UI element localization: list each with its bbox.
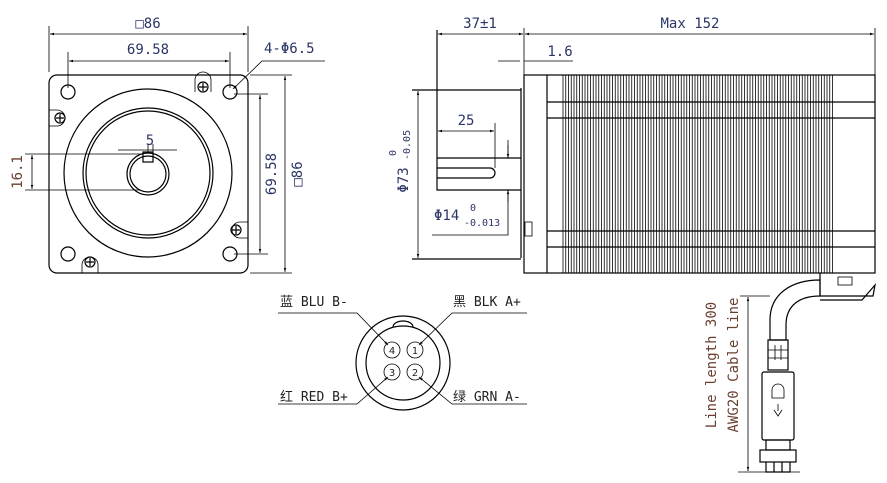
cable-gland bbox=[837, 276, 853, 286]
pilot-tol-upper: 0 bbox=[388, 150, 399, 156]
dim-hole-spacing-right: 69.58 bbox=[264, 153, 280, 195]
motor-body bbox=[523, 74, 876, 274]
shaft-tol-lower: -0.013 bbox=[464, 218, 500, 229]
pin-label-1: 黑 BLK A+ bbox=[453, 295, 521, 310]
pilot-tol-lower: -0.05 bbox=[402, 130, 413, 160]
connector-nut bbox=[759, 449, 797, 463]
screw-icon bbox=[49, 71, 248, 273]
pin-4: 4 bbox=[383, 341, 401, 359]
pilot-circle bbox=[82, 107, 214, 239]
braided-cable bbox=[769, 279, 821, 341]
connector-pinout: 4 1 3 2 蓝 BLU B- 黑 BLK A+ 红 RED B+ 绿 GRN… bbox=[278, 295, 527, 411]
front-view: □86 69.58 4-Φ6.5 5 16.1 69.58 □86 bbox=[10, 16, 325, 274]
pin-label-3: 红 RED B+ bbox=[280, 389, 348, 405]
svg-text:2: 2 bbox=[412, 368, 418, 379]
dim-shaft-length: 37±1 bbox=[463, 16, 497, 32]
label-tab bbox=[524, 221, 533, 237]
cable-spec: AWG20 Cable line bbox=[726, 298, 742, 433]
arrow-down-icon bbox=[773, 404, 783, 417]
pin-label-2: 绿 GRN A- bbox=[453, 390, 521, 405]
dim-pilot-diameter: Φ73 bbox=[396, 167, 412, 192]
dim-key-length: 25 bbox=[458, 113, 475, 129]
dim-cable-length: Line length 300 bbox=[704, 302, 720, 428]
dim-key-width: 5 bbox=[146, 133, 154, 149]
svg-text:3: 3 bbox=[389, 368, 395, 379]
side-view: 37±1 Max 152 1.6 25 Φ73 0 -0.05 Φ14 0 -0… bbox=[388, 16, 876, 274]
shaft-tol-upper: 0 bbox=[470, 203, 476, 214]
svg-text:4: 4 bbox=[389, 346, 395, 357]
dim-max-length: Max 152 bbox=[660, 16, 719, 32]
dim-shaft-diameter: Φ14 bbox=[434, 208, 459, 224]
dim-key-height: 16.1 bbox=[10, 155, 26, 189]
dim-square-top: □86 bbox=[135, 16, 160, 32]
pin-label-4: 蓝 BLU B- bbox=[280, 295, 348, 310]
dim-holes: 4-Φ6.5 bbox=[264, 41, 315, 57]
shaft bbox=[436, 30, 521, 191]
pin-2: 2 bbox=[406, 363, 424, 381]
pin-1: 1 bbox=[406, 341, 424, 359]
cooling-fins bbox=[562, 75, 833, 273]
outer-circle bbox=[63, 88, 233, 258]
cable-assembly: Line length 300 AWG20 Cable line bbox=[704, 273, 876, 473]
shaft-circle bbox=[126, 152, 170, 196]
pin-3: 3 bbox=[383, 363, 401, 381]
dim-hole-spacing-top: 69.58 bbox=[127, 42, 169, 58]
svg-text:1: 1 bbox=[412, 346, 418, 357]
motor-face bbox=[48, 74, 249, 274]
dim-square-right: □86 bbox=[290, 161, 306, 186]
dim-flange-thickness: 1.6 bbox=[547, 44, 572, 60]
